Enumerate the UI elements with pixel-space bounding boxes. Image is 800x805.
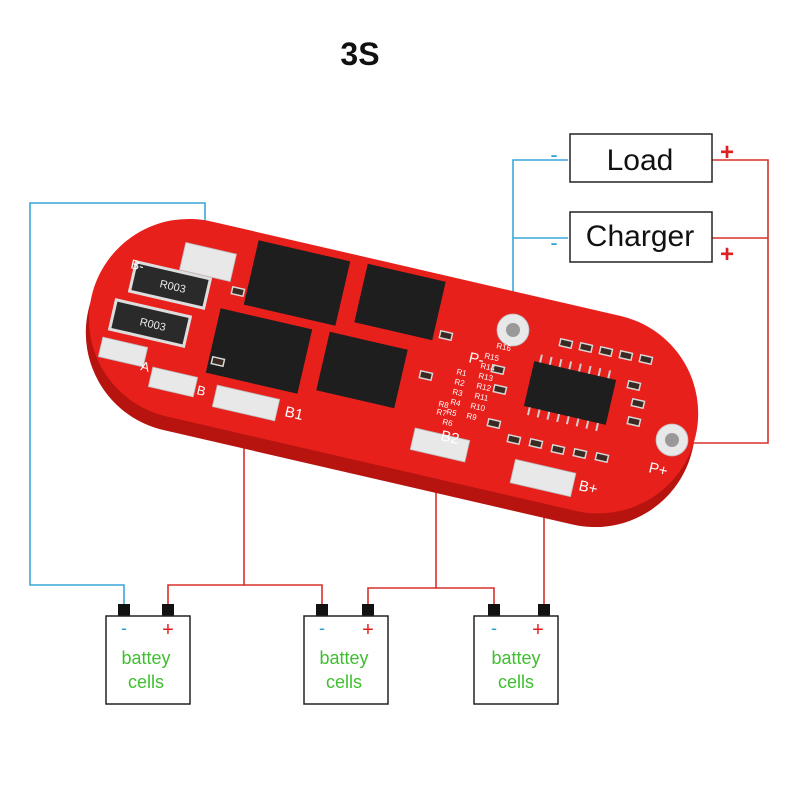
load-minus: - (550, 142, 557, 167)
wire-b-minus-to-cell1 (29, 202, 206, 607)
cell-1-minus: - (121, 618, 127, 638)
bms-pcb: R003 R003 (85, 218, 699, 528)
pad-b1 (211, 384, 281, 422)
mosfet-1 (243, 240, 351, 326)
cell-3-label-2: cells (498, 672, 534, 692)
wire-p-plus (672, 159, 769, 444)
designator-r2: R2 (454, 377, 467, 388)
smd-components (210, 285, 654, 464)
charger-label: Charger (586, 220, 694, 253)
label-b2: B2 (439, 427, 461, 448)
sense-resistors: R003 R003 (107, 260, 213, 348)
cell-1-minus-terminal (118, 604, 130, 616)
designator-r8: R8 (438, 399, 451, 410)
cell-2-label-2: cells (326, 672, 362, 692)
bms-ic (523, 354, 617, 432)
cell-3-minus: - (491, 618, 497, 638)
load-plus: + (720, 139, 734, 166)
charger-minus: - (550, 230, 557, 255)
designator-r9: R9 (466, 411, 479, 422)
designator-r3: R3 (452, 387, 465, 398)
designator-r7: R7 (436, 407, 449, 418)
silkscreen-labels: B- A B B1 B2 B+ P- P+ (129, 256, 669, 498)
wire-b2 (367, 448, 437, 607)
label-b: B (195, 382, 207, 399)
pad-a (97, 336, 149, 368)
battery-cell-2: - + battey cells (303, 604, 389, 705)
pad-b-plus (509, 458, 577, 498)
cell-1-plus: + (162, 619, 174, 641)
designator-r4: R4 (450, 397, 463, 408)
pad-b-minus (179, 242, 237, 282)
load-label: Load (607, 144, 674, 177)
label-a: A (139, 358, 151, 375)
label-b1: B1 (283, 403, 305, 424)
resistor-designators: R1 R2 R3 R4 R5 R6 R7 R8 R9 R10 R11 R12 R… (436, 341, 513, 428)
red-wires (167, 159, 769, 607)
cell-2-label-1: battey (319, 648, 368, 668)
cell-3-label-1: battey (491, 648, 540, 668)
label-p-minus: P- (467, 349, 485, 369)
pcb-pads (97, 242, 689, 498)
cell-1-label-1: battey (121, 648, 170, 668)
cell-1-plus-terminal (162, 604, 174, 616)
mosfet-3 (205, 308, 313, 394)
resistor-1-label: R003 (159, 278, 187, 296)
cell-1-label-2: cells (128, 672, 164, 692)
wire-b2-cell3 (436, 587, 495, 607)
mosfet-4 (316, 331, 408, 409)
wire-b1-cell2 (244, 584, 323, 607)
mosfets (205, 240, 446, 409)
designator-r1: R1 (456, 367, 469, 378)
designator-r12: R12 (476, 381, 493, 393)
cell-2-plus: + (362, 619, 374, 641)
designator-r15: R15 (484, 351, 501, 363)
label-b-minus: B- (129, 256, 145, 274)
cell-3-plus: + (532, 619, 544, 641)
hole-p-minus (506, 323, 520, 337)
diagram-title: 3S (340, 36, 379, 72)
designator-r6: R6 (442, 417, 455, 428)
designator-r10: R10 (470, 401, 487, 413)
cell-3-plus-terminal (538, 604, 550, 616)
wire-p-minus (512, 159, 568, 325)
load-box: Load - + (550, 133, 734, 183)
designator-r13: R13 (478, 371, 495, 383)
label-p-plus: P+ (647, 459, 669, 480)
battery-cell-1: - + battey cells (105, 604, 191, 705)
cell-2-plus-terminal (362, 604, 374, 616)
wire-b1 (167, 405, 245, 607)
designator-r5: R5 (446, 407, 459, 418)
hole-p-plus (665, 433, 679, 447)
charger-plus: + (720, 241, 734, 268)
designator-r14: R14 (480, 361, 497, 373)
cell-2-minus-terminal (316, 604, 328, 616)
pad-b2 (409, 427, 471, 463)
cell-3-minus-terminal (488, 604, 500, 616)
designator-r16: R16 (496, 341, 513, 353)
mosfet-2 (354, 263, 446, 341)
resistor-2-label: R003 (139, 316, 167, 334)
blue-wires (29, 159, 568, 607)
label-b-plus: B+ (577, 477, 599, 498)
pad-b (147, 366, 199, 398)
battery-cell-3: - + battey cells (473, 604, 559, 705)
charger-box: Charger - + (550, 211, 734, 268)
cell-2-minus: - (319, 618, 325, 638)
designator-r11: R11 (474, 391, 490, 403)
